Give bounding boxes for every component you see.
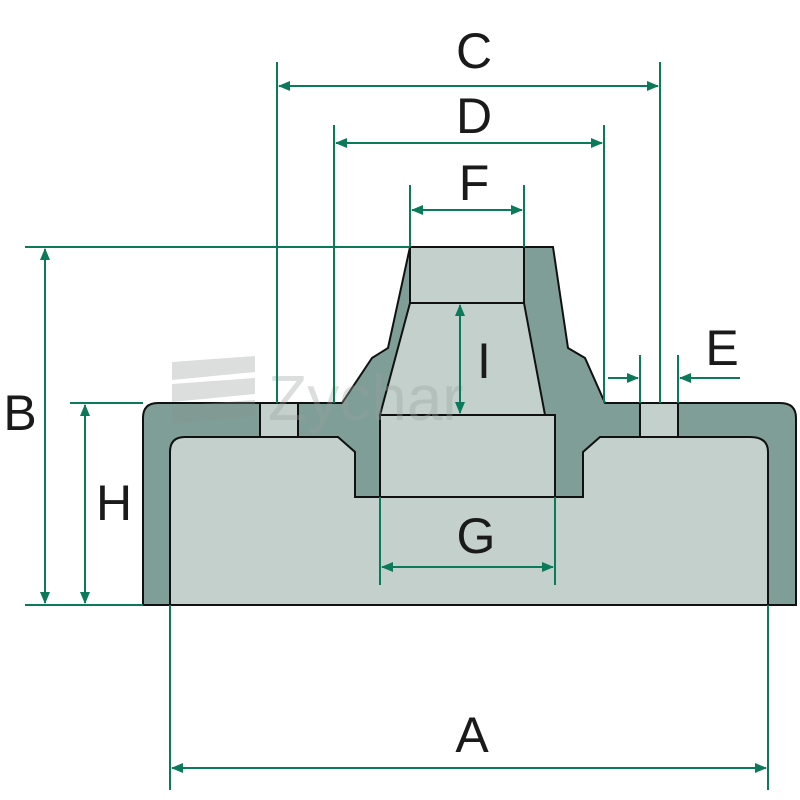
- label-d: D: [456, 88, 492, 144]
- label-f: F: [459, 155, 490, 211]
- label-h: H: [96, 475, 132, 531]
- watermark-logo-icon: [172, 356, 255, 424]
- watermark-text: Zychar: [268, 362, 464, 434]
- hub-bore-upper: [409, 246, 525, 304]
- label-e: E: [705, 320, 738, 376]
- watermark: Zychar: [172, 356, 464, 434]
- label-b: B: [3, 385, 36, 441]
- part-inner-cavity: [169, 436, 769, 606]
- bolt-hole-left: [259, 402, 299, 438]
- dimension-lines: [25, 62, 769, 790]
- bolt-hole-right: [639, 402, 679, 438]
- dimension-labels: C D F I E B H G A: [3, 23, 738, 763]
- part-body: [142, 246, 797, 606]
- label-c: C: [456, 23, 492, 79]
- label-i: I: [477, 333, 491, 389]
- label-g: G: [457, 508, 496, 564]
- label-a: A: [455, 707, 489, 763]
